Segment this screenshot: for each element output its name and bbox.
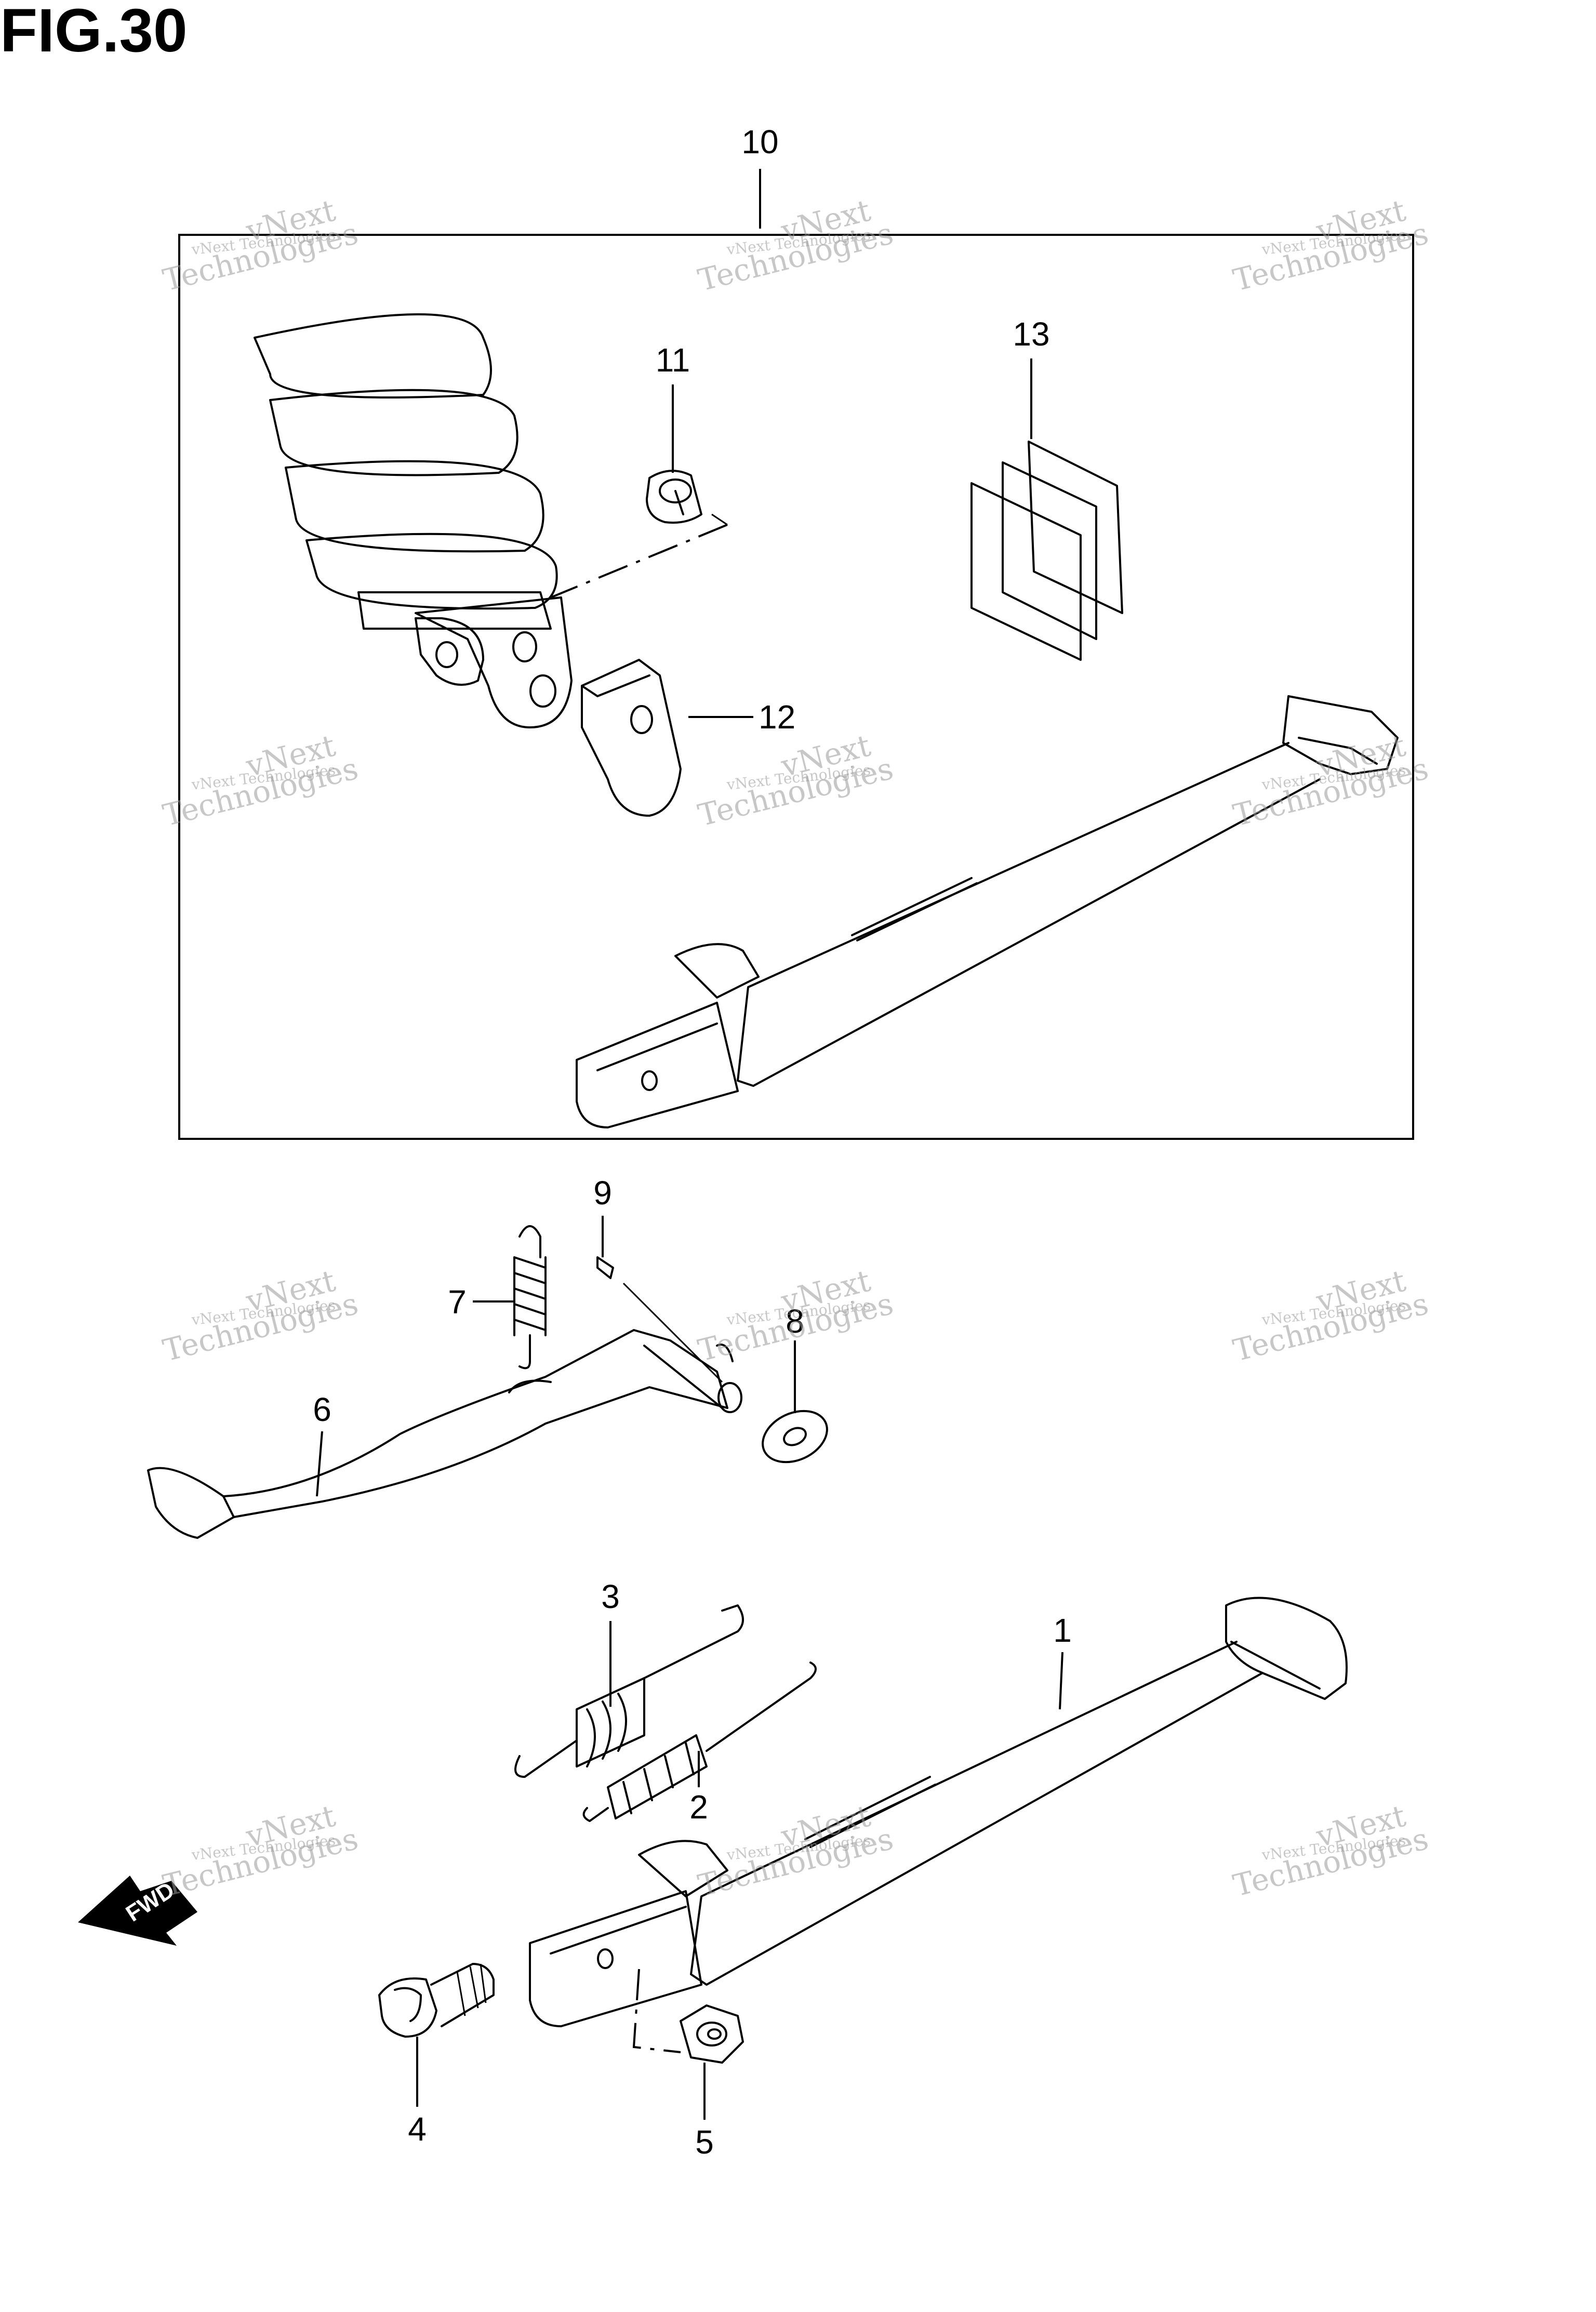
watermark: vNext Technologies vNext Technologies [695, 728, 897, 833]
watermark: vNext Technologies vNext Technologies [1230, 1798, 1432, 1904]
callout-7: 7 [448, 1283, 467, 1321]
kit-stand-drawing [576, 695, 1399, 1128]
watermark: vNext Technologies vNext Technologies [159, 1798, 362, 1904]
pin-part-9 [596, 1256, 723, 1383]
callout-5: 5 [695, 2123, 714, 2161]
watermark: vNext Technologies vNext Technologies [159, 1263, 362, 1368]
leader-lines [316, 169, 1063, 2120]
watermark: vNext Technologies vNext Technologies [695, 193, 897, 298]
callout-9: 9 [593, 1174, 612, 1212]
watermark: vNext Technologies vNext Technologies [1230, 193, 1432, 298]
bolt-part-4 [378, 1963, 495, 2038]
kit-frame [178, 234, 1414, 1140]
callout-8: 8 [786, 1303, 804, 1340]
nut-part-5 [680, 2004, 744, 2064]
callout-12: 12 [759, 698, 795, 736]
callout-11: 11 [656, 341, 690, 379]
bracket-part-12 [581, 659, 682, 817]
callout-6: 6 [313, 1391, 331, 1428]
watermark: vNext Technologies vNext Technologies [159, 193, 362, 298]
washer-part-8 [762, 1410, 828, 1464]
side-stand-part-1 [529, 1597, 1348, 2027]
callout-2: 2 [689, 1788, 708, 1826]
cap-part-11 [646, 470, 702, 524]
watermark: vNext Technologies vNext Technologies [695, 1798, 897, 1904]
dash-line-5 [632, 1969, 681, 2053]
watermark: vNext Technologies vNext Technologies [1230, 1263, 1432, 1368]
spring-part-3 [514, 1604, 744, 1778]
callout-4: 4 [408, 2110, 427, 2148]
callout-10: 10 [741, 123, 778, 161]
watermark: vNext Technologies vNext Technologies [159, 728, 362, 833]
spring-part-7 [513, 1225, 547, 1370]
forward-direction-badge: FWD [78, 1876, 197, 1946]
pads-part-13 [970, 441, 1123, 661]
dash-line-11 [550, 524, 728, 599]
forward-arrow-icon [78, 1876, 197, 1946]
callout-1: 1 [1053, 1612, 1072, 1649]
dash-line-11-end [711, 513, 728, 526]
figure-title: FIG.30 [0, 0, 188, 65]
callout-3: 3 [601, 1578, 620, 1615]
lever-part-6 [147, 1329, 742, 1539]
spring-part-2 [582, 1662, 817, 1822]
callout-13: 13 [1013, 315, 1049, 353]
shock-absorber-drawing [254, 313, 573, 728]
